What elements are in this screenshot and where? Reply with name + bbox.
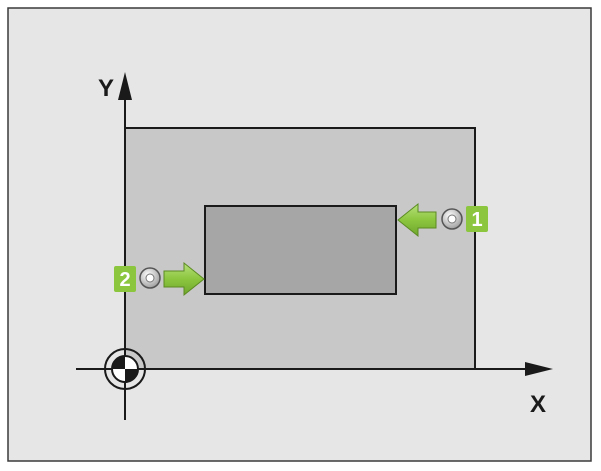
arrow-left-icon bbox=[397, 202, 437, 238]
point-1-label: 1 bbox=[471, 209, 482, 231]
probe-point-1: 1 bbox=[397, 202, 488, 238]
x-axis-label: X bbox=[530, 391, 546, 418]
probe-ball-icon bbox=[139, 267, 161, 289]
inner-block bbox=[204, 205, 397, 295]
x-axis-arrowhead bbox=[525, 362, 553, 376]
point-2-badge bbox=[114, 266, 136, 292]
y-axis-label: Y bbox=[98, 75, 114, 102]
point-1-badge bbox=[466, 206, 488, 232]
probe-ball-icon bbox=[441, 208, 463, 230]
y-axis-arrowhead bbox=[118, 72, 132, 100]
origin-datum-icon bbox=[104, 348, 146, 390]
point-2-label: 2 bbox=[119, 269, 130, 291]
arrow-right-icon bbox=[163, 261, 205, 297]
probe-point-2: 2 bbox=[114, 261, 205, 297]
